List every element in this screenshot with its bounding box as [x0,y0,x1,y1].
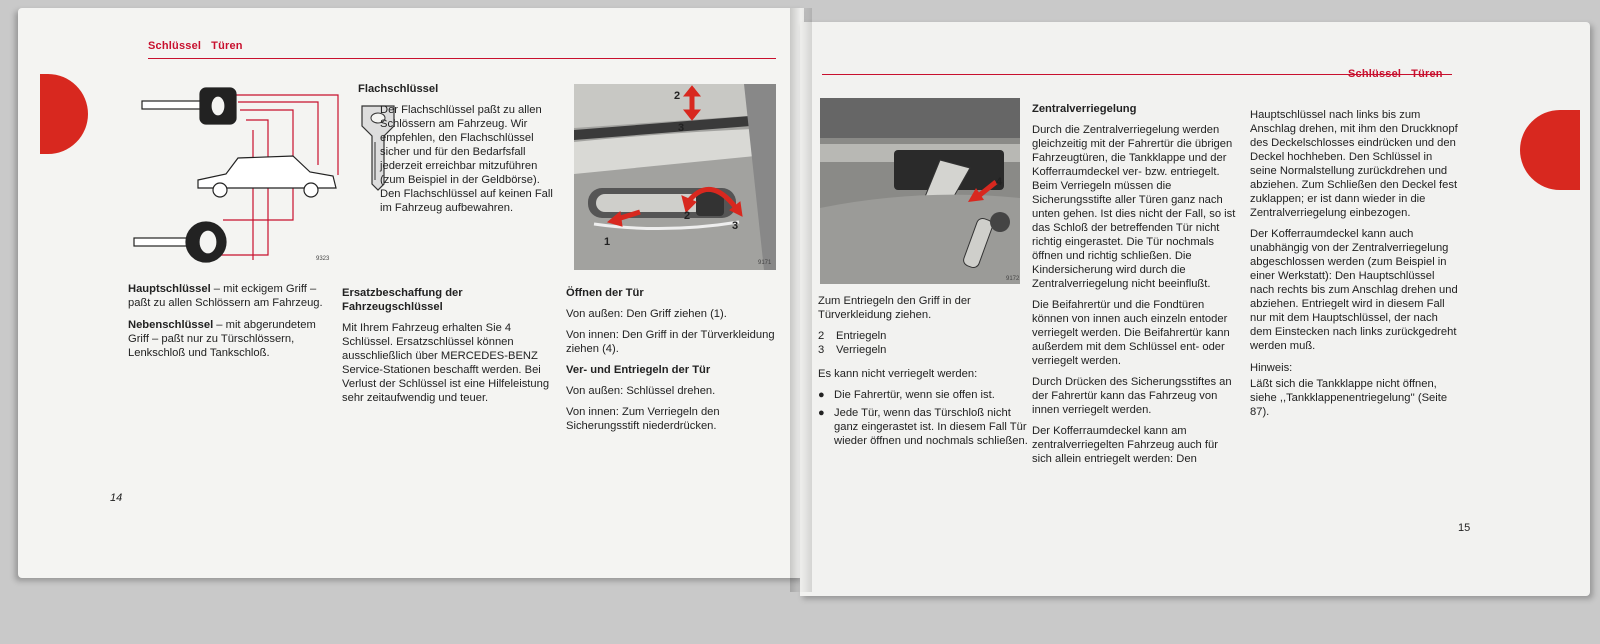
replacement-title: Ersatzbeschaffung der Fahrzeugschlüssel [342,287,463,313]
legend-item: 3 Verriegeln [818,343,1028,357]
callout-2-top: 2 [674,90,681,102]
header-doors: Türen [211,40,243,52]
callout-4: 4 [996,176,1003,188]
header-keys-right: Schlüssel [1348,68,1402,80]
right-thumb-tab [1520,110,1580,190]
list-item: Die Fahrertür, wenn sie offen ist. [818,388,1028,402]
flat-key-section: Flachschlüssel Der Flachschlüssel paßt z… [358,82,558,222]
keys-car-diagram [133,87,339,263]
central-locking-p4: Der Kofferraumdeckel kann am zentralverr… [1032,425,1218,465]
legend-item: 2 Entriegeln [818,329,1028,343]
legend-text: Verriegeln [836,344,887,356]
central-locking-section: Zentralverriegelung Durch die Zentralver… [1032,102,1238,473]
cannot-lock-list: Die Fahrertür, wenn sie offen ist. Jede … [818,388,1028,448]
lock-door-outside: Von außen: Schlüssel drehen. [566,385,716,397]
key-descriptions: Hauptschlüssel – mit eckigem Griff – paß… [128,282,328,367]
callout-3-top: 3 [678,122,685,134]
door-handle-photo: 2 3 1 2 3 9171 [574,84,776,270]
replacement-section: Ersatzbeschaffung der Fahrzeugschlüssel … [342,286,552,412]
interior-caption: Zum Entriegeln den Griff in der Türverkl… [818,295,971,321]
figure-interior-id: 9172 [1006,276,1020,282]
figure-keys-id: 9323 [316,256,330,262]
legend-number: 3 [818,344,825,356]
central-locking-p2: Die Beifahrertür und die Fondtüren könne… [1032,299,1230,367]
cannot-lock-heading: Es kann nicht verriegelt werden: [818,368,978,380]
legend-number: 2 [818,330,825,342]
central-locking-p1: Durch die Zentralverriegelung werden gle… [1032,124,1236,290]
interior-caption-section: Zum Entriegeln den Griff in der Türverkl… [818,294,1028,452]
central-locking-title: Zentralverriegelung [1032,103,1137,115]
book-gutter [790,8,812,592]
sub-key-title: Nebenschlüssel [128,319,214,331]
main-key-title: Hauptschlüssel [128,283,211,295]
open-door-inside: Von innen: Den Griff in der Türverkleidu… [566,329,775,355]
note-title: Hinweis: [1250,362,1293,374]
open-door-outside: Von außen: Den Griff ziehen (1). [566,308,727,320]
main-key-text: – mit eckigem Griff – paßt zu allen Schl… [128,283,323,309]
flat-key-icon [361,105,395,191]
header-rule [148,58,776,59]
open-door-title: Öffnen der Tür [566,287,644,299]
figure-door-id: 9171 [758,260,772,266]
replacement-text: Mit Ihrem Fahrzeug erhalten Sie 4 Schlüs… [342,322,550,404]
note-text: Läßt sich die Tankklappe nicht öffnen, s… [1250,378,1448,418]
list-item: Jede Tür, wenn das Türschloß nicht ganz … [818,406,1028,448]
trunk-section: Hauptschlüssel nach links bis zum Anschl… [1250,108,1460,426]
callout-3-lock: 3 [732,220,739,232]
sub-key-text: – mit abgerundetem Griff – paßt nur zu T… [128,319,316,359]
callout-1: 1 [604,236,611,248]
flat-key-title: Flachschlüssel [358,83,439,95]
header-doors-right: Türen [1411,68,1443,80]
central-locking-p3: Durch Drücken des Sicherungsstiftes an d… [1032,376,1232,416]
legend-list: 2 Entriegeln 3 Verriegeln [818,329,1028,357]
callout-2-lock: 2 [684,210,691,222]
left-page-header: Schlüssel Türen [148,40,243,52]
right-page-header: Schlüssel Türen [1348,68,1443,80]
lock-door-title: Ver- und Entriegeln der Tür [566,364,711,376]
legend-text: Entriegeln [836,330,887,342]
right-page: Schlüssel Türen 4 9172 Zum Entriegeln den… [800,22,1590,596]
interior-handle-photo: 4 9172 [820,98,1020,284]
lock-door-inside: Von innen: Zum Verriegeln den Sicherungs… [566,406,720,432]
header-rule-right [822,74,1452,75]
door-operation-section: Öffnen der Tür Von außen: Den Griff zieh… [566,286,778,440]
page-number-left: 14 [110,492,123,504]
flat-key-text: Der Flachschlüssel paßt zu allen Schlöss… [380,104,553,214]
page-number-right: 15 [1458,522,1471,534]
header-keys: Schlüssel [148,40,202,52]
trunk-p1: Hauptschlüssel nach links bis zum Anschl… [1250,109,1458,219]
trunk-p2: Der Kofferraumdeckel kann auch unabhängi… [1250,228,1458,352]
